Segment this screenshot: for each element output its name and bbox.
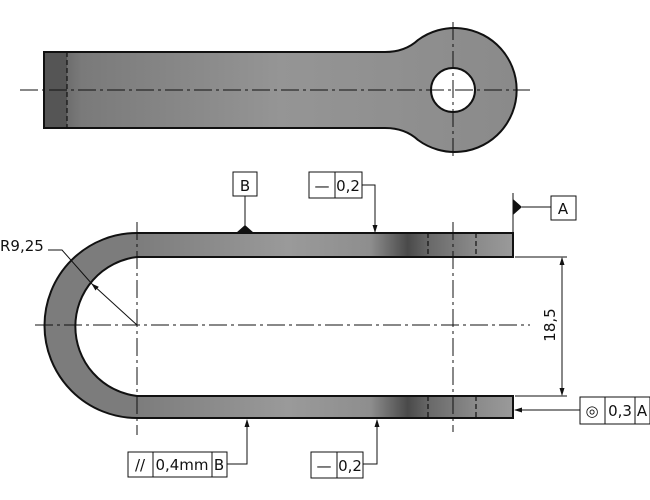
datum-b: B [232, 171, 258, 233]
dimension-18-5: 18,5 [515, 256, 567, 397]
flatness-frame-top: — 0,2 [308, 171, 378, 233]
svg-text:0,2: 0,2 [338, 457, 362, 475]
svg-text:—: — [317, 457, 332, 475]
parallelism-frame: // 0,4mm B [127, 419, 250, 478]
front-view [35, 222, 530, 435]
svg-text://: // [135, 456, 146, 474]
svg-text:A: A [637, 402, 648, 420]
svg-text:B: B [240, 177, 250, 195]
svg-text:◎: ◎ [585, 402, 598, 420]
svg-text:A: A [558, 200, 569, 218]
svg-text:0,2: 0,2 [336, 177, 360, 195]
svg-text:R9,25: R9,25 [0, 237, 44, 255]
top-view [20, 22, 530, 160]
datum-a: A [512, 193, 577, 233]
svg-text:—: — [315, 177, 330, 195]
flatness-frame-bottom: — 0,2 [310, 419, 380, 479]
radius-callout: R9,25 [0, 237, 138, 326]
svg-text:0,4mm: 0,4mm [155, 456, 208, 474]
concentricity-frame: ◎ 0,3 A [514, 396, 650, 425]
center-lines [35, 222, 530, 435]
eye-bar-body [43, 27, 518, 153]
u-bend-body [43, 232, 514, 419]
svg-text:B: B [214, 456, 224, 474]
svg-text:18,5: 18,5 [541, 308, 559, 341]
svg-text:0,3: 0,3 [608, 402, 632, 420]
